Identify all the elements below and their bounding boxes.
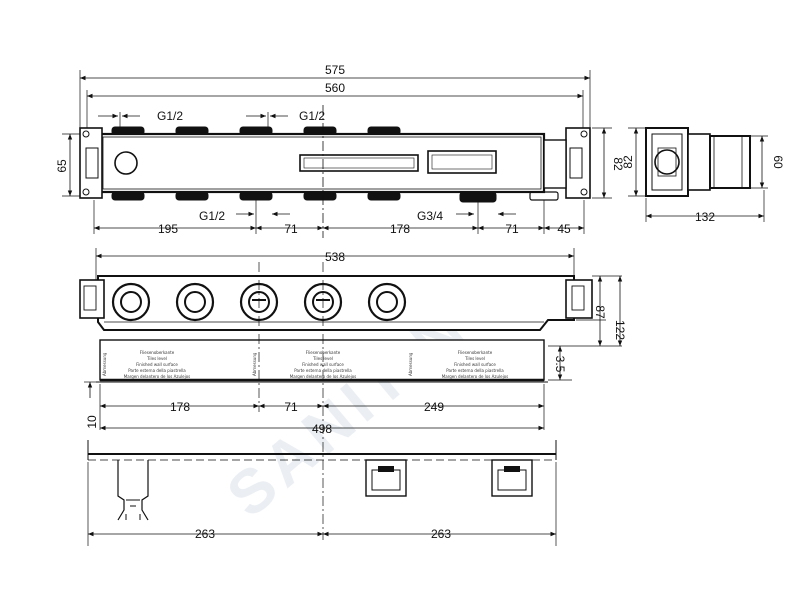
label-line-2: Tiles level: [464, 356, 485, 361]
side-view: [628, 127, 768, 222]
dim-498: 498: [312, 422, 332, 436]
label-line-5: Margen delantero de los Azulejos: [290, 374, 356, 379]
label-plate: Fliesenoberkante Tiles level Finished wa…: [102, 350, 508, 379]
dim-g12-top-left: G1/2: [157, 109, 183, 123]
dim-82: 82: [611, 157, 625, 171]
dim-122: 122: [613, 320, 627, 340]
dim-71-a: 71: [284, 222, 298, 236]
dim-g34: G3/4: [417, 209, 443, 223]
dim-3-5: 3.5: [553, 356, 567, 373]
front-view: [79, 248, 623, 540]
label-line-1: Fliesenoberkante: [140, 350, 175, 355]
dim-45: 45: [557, 222, 571, 236]
dim-65: 65: [55, 159, 69, 173]
label-line-5: Margen delantero de los Azulejos: [442, 374, 508, 379]
dim-263-right: 263: [431, 527, 451, 541]
dim-560: 560: [325, 81, 345, 95]
label-line-5: Margen delantero de los Azulejos: [124, 374, 190, 379]
dim-263-left: 263: [195, 527, 215, 541]
dim-575: 575: [325, 63, 345, 77]
dim-178-b: 178: [170, 400, 190, 414]
label-line-1: Fliesenoberkante: [458, 350, 493, 355]
label-line-4: Parte esterna della piastrella: [446, 368, 504, 373]
label-side-text: Abmessung: [252, 352, 257, 376]
label-line-4: Parte esterna della piastrella: [294, 368, 352, 373]
dim-178-a: 178: [390, 222, 410, 236]
dim-71-c: 71: [284, 400, 298, 414]
dim-10: 10: [85, 415, 99, 429]
dim-195: 195: [158, 222, 178, 236]
label-side-text: Abmessung: [408, 352, 413, 376]
label-line-4: Parte esterna della piastrella: [128, 368, 186, 373]
dim-71-b: 71: [505, 222, 519, 236]
dim-249: 249: [424, 400, 444, 414]
dim-538: 538: [325, 250, 345, 264]
dim-87: 87: [593, 305, 607, 319]
label-line-3: Finished wall surface: [454, 362, 496, 367]
bottom-view: [87, 440, 557, 546]
dim-side-82: 82: [621, 155, 635, 169]
dim-side-60: 60: [771, 155, 785, 169]
label-line-3: Finished wall surface: [136, 362, 178, 367]
label-line-3: Finished wall surface: [302, 362, 344, 367]
dim-side-132: 132: [695, 210, 715, 224]
label-line-1: Fliesenoberkante: [306, 350, 341, 355]
dim-g12-bottom: G1/2: [199, 209, 225, 223]
label-line-2: Tiles level: [146, 356, 167, 361]
label-side-text: Abmessung: [102, 352, 107, 376]
dim-g12-top-right: G1/2: [299, 109, 325, 123]
top-view: [62, 70, 612, 238]
label-line-2: Tiles level: [312, 356, 333, 361]
